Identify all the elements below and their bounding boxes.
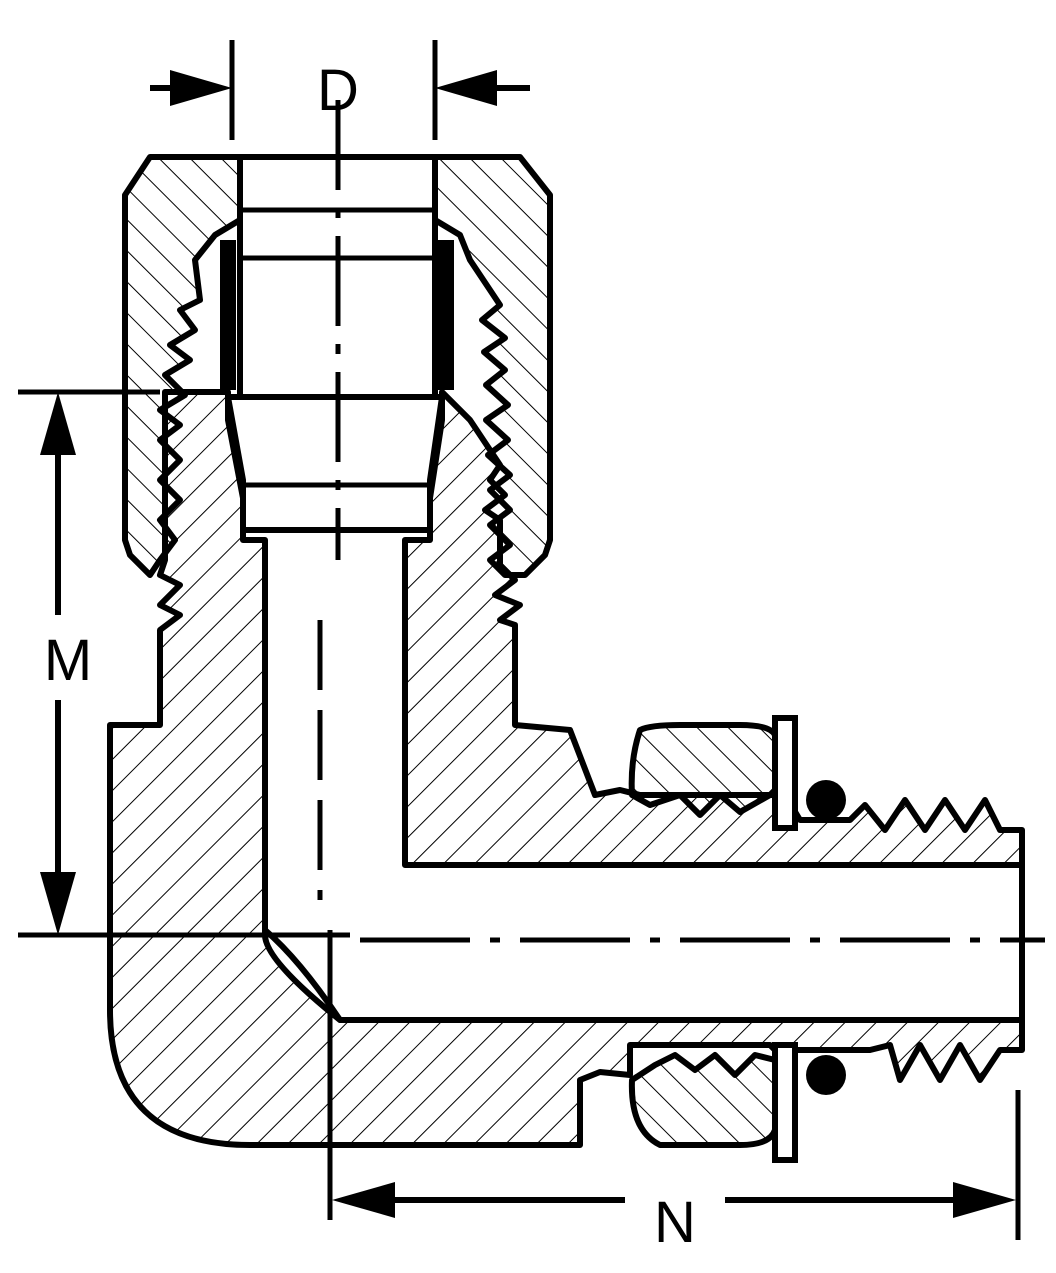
n-arrowhead-left xyxy=(332,1182,395,1218)
dimension-n: N xyxy=(332,1182,1016,1255)
o-ring-upper xyxy=(806,780,846,820)
body-section-left-and-lower xyxy=(107,389,1025,1148)
washer-lower xyxy=(772,1042,798,1163)
dimension-label-m: M xyxy=(44,628,92,693)
locknut-lower xyxy=(628,1052,778,1148)
m-arrowhead-bottom xyxy=(40,872,76,935)
n-arrowhead-right xyxy=(953,1182,1016,1218)
ferrule-left-wall xyxy=(220,240,236,390)
tube-end-taper xyxy=(225,394,445,533)
dimension-m: M xyxy=(40,392,92,935)
centerlines xyxy=(317,100,1045,1220)
dimension-label-d: D xyxy=(317,58,359,123)
nut-left-half xyxy=(122,154,243,578)
locknut-upper xyxy=(628,722,778,818)
washer-upper xyxy=(772,715,798,831)
d-arrowhead-right xyxy=(435,70,497,106)
o-ring-lower xyxy=(806,1055,846,1095)
nut-right-half xyxy=(432,154,553,578)
ferrule-right-wall xyxy=(438,240,454,390)
right-locknut xyxy=(628,715,846,1163)
d-arrowhead-left xyxy=(170,70,232,106)
extension-lines xyxy=(18,40,1021,1240)
dimension-label-n: N xyxy=(654,1190,696,1255)
elbow-body xyxy=(107,389,1025,1148)
m-arrowhead-top xyxy=(40,392,76,455)
dimension-d: D xyxy=(150,58,530,123)
